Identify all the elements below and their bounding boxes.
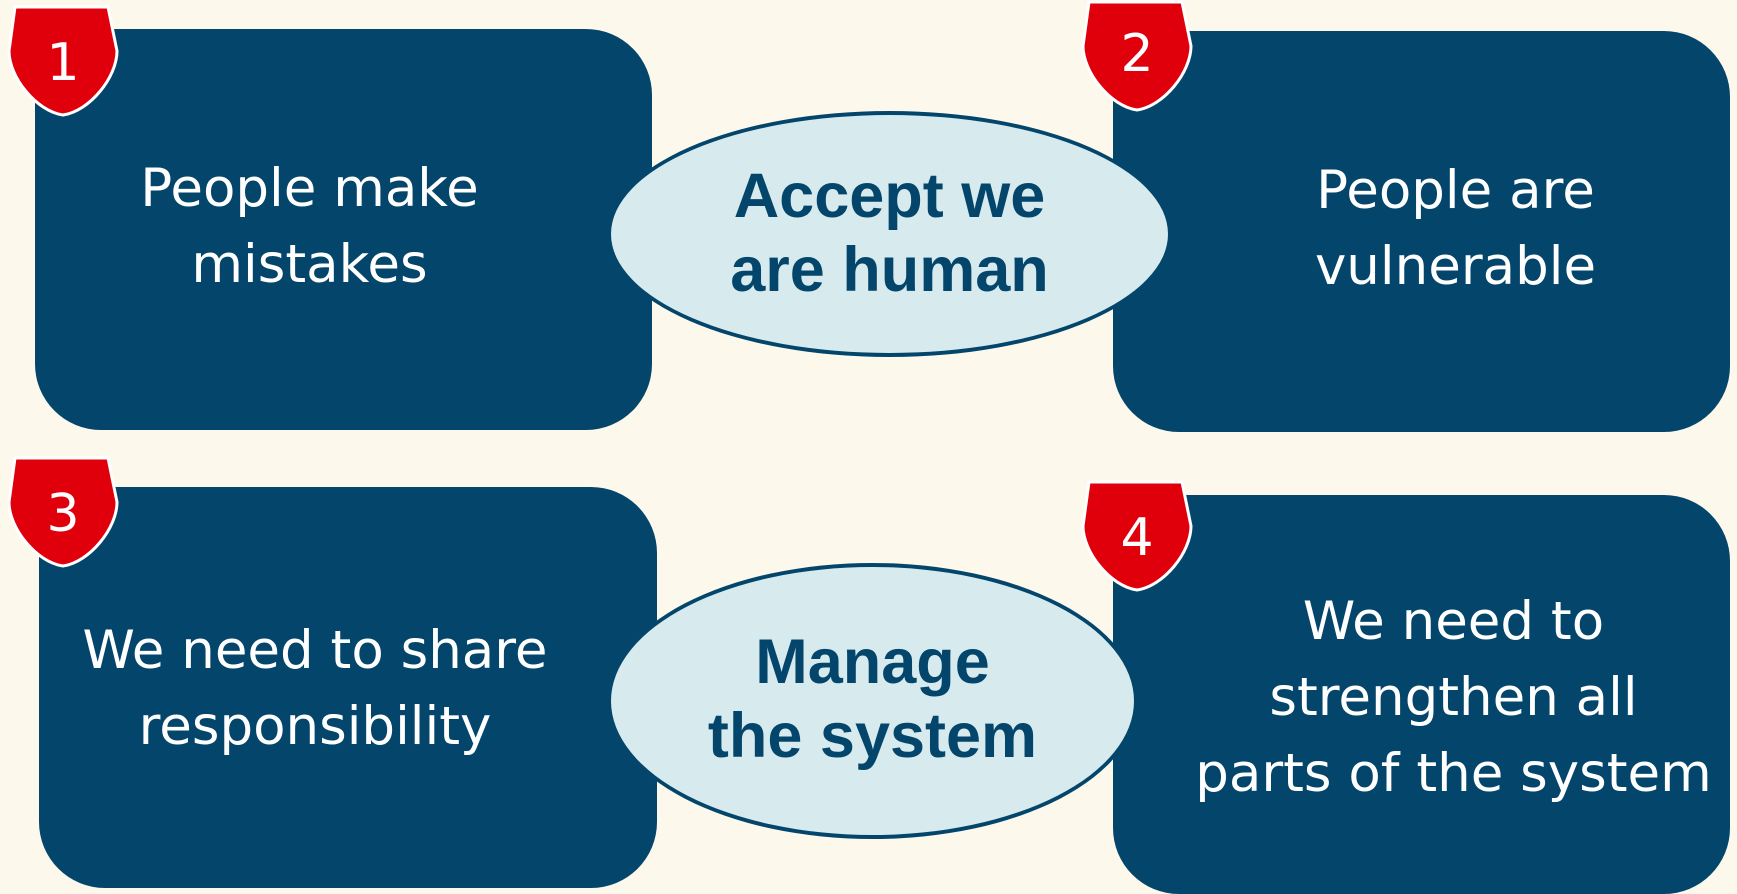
card-people-make-mistakes: People make mistakes — [35, 29, 652, 430]
oval-text: Accept we are human — [730, 161, 1049, 305]
oval-accept-we-are-human: Accept we are human — [607, 111, 1172, 357]
oval-manage-the-system: Manage the system — [607, 563, 1138, 839]
badge-shield-icon — [1081, 0, 1193, 112]
number-badge-2: 2 — [1080, 0, 1194, 112]
badge-number: 4 — [1120, 508, 1154, 568]
badge-number: 1 — [46, 33, 80, 93]
badge-shield-icon — [7, 456, 119, 568]
badge-number: 3 — [46, 484, 80, 544]
card-share-responsibility: We need to share responsibility — [39, 487, 657, 888]
badge-shield-icon — [1081, 480, 1193, 592]
card-text: We need to share responsibility — [82, 619, 548, 757]
oval-text: Manage the system — [707, 627, 1038, 771]
badge-number: 2 — [1120, 24, 1154, 84]
card-text: People are vulnerable — [1314, 159, 1597, 297]
card-strengthen-system: We need to strengthen all parts of the s… — [1113, 495, 1730, 894]
number-badge-1: 1 — [6, 5, 120, 117]
number-badge-4: 4 — [1080, 480, 1194, 592]
card-text: We need to strengthen all parts of the s… — [1195, 590, 1712, 804]
badge-shield-icon — [7, 5, 119, 117]
card-people-are-vulnerable: People are vulnerable — [1113, 31, 1730, 432]
card-text: People make mistakes — [140, 157, 479, 295]
number-badge-3: 3 — [6, 456, 120, 568]
